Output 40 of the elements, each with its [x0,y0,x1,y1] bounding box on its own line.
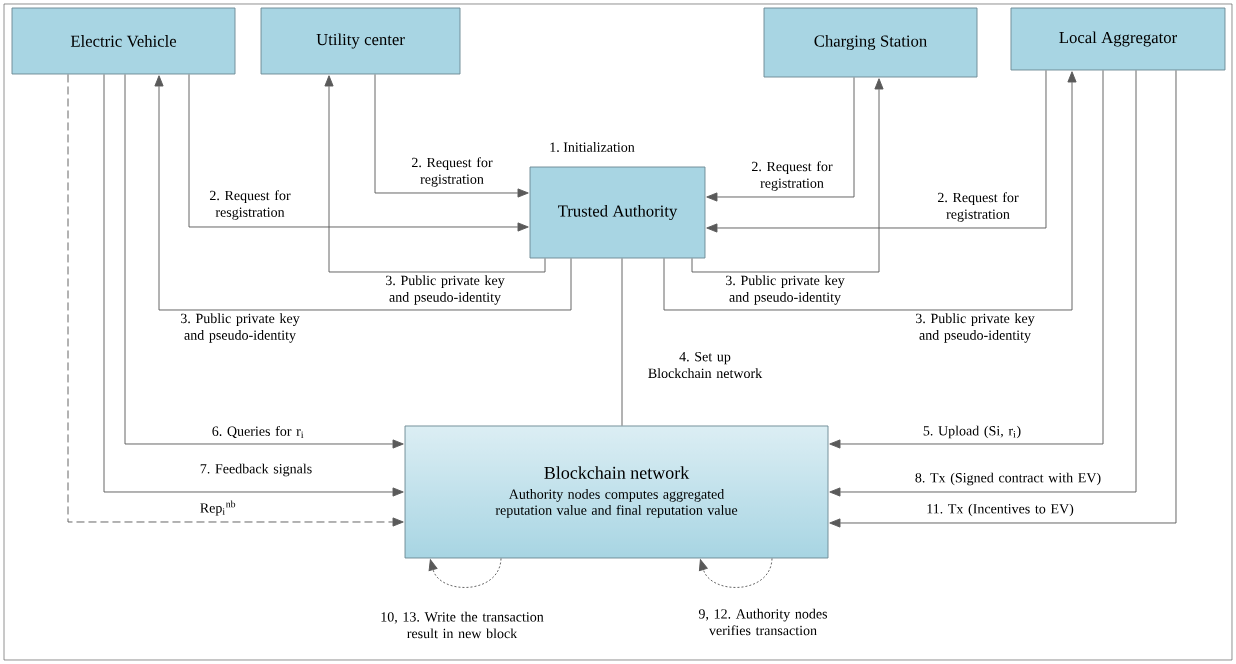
edge-label: 2. Request for registration [752,161,833,191]
step-label: 1. Initialization [550,142,635,152]
edge-label: Rep$_{i}$nb [200,500,236,516]
edge-label: 6. Queries for r$_{i}$ [212,425,304,439]
entity-box: Trusted Authority [529,166,706,259]
arrow [374,74,529,198]
arrow [691,78,884,273]
edge-label: 3. Public private key and pseudo-identity [386,275,505,305]
arrow [706,70,1047,233]
arrow [324,75,546,273]
edge-label: 7. Feedback signals [200,463,312,477]
arrow [706,77,855,202]
arrow [124,74,404,449]
edge-label: 11. Tx (Incentives to EV) [927,503,1074,517]
arrow [663,71,1077,311]
arrow [67,74,404,527]
edge-label: 10, 13. Write the transaction result in new block [381,611,544,639]
arrow [188,74,529,232]
blockchain-box: Blockchain network Authority nodes computes aggregated reputation value and final reputation value [404,425,829,559]
edge-label: 5. Upload (Si, r$_{i}$) [923,425,1021,439]
entity-box: Local Aggregator [1010,7,1226,71]
entity-box: Charging Station [763,7,978,78]
edge-label: 3. Public private key and pseudo-identity [726,275,845,305]
arrow [829,70,1137,497]
arrow [154,75,572,311]
arrow [103,74,404,497]
arrow [698,558,773,588]
entity-box: Utility center [260,7,461,75]
edge-label: 3. Public private key and pseudo-identity [916,313,1035,343]
edge-label: 9, 12. Authority nodes verifies transaction [698,608,828,636]
edge-label: 3. Public private key and pseudo-identity [181,313,300,343]
arrow [829,70,1104,449]
arrow [829,70,1177,528]
edge-label: 2. Request for registration [938,192,1019,222]
edge-label: 2. Request for resgistration [210,190,291,220]
edge-label: 8. Tx (Signed contract with EV) [915,472,1101,486]
edge-label: 4. Set up Blockchain network [648,351,763,379]
edge-label: 2. Request for registration [412,157,493,187]
entity-box: Electric Vehicle [11,7,236,75]
arrow [428,558,502,588]
